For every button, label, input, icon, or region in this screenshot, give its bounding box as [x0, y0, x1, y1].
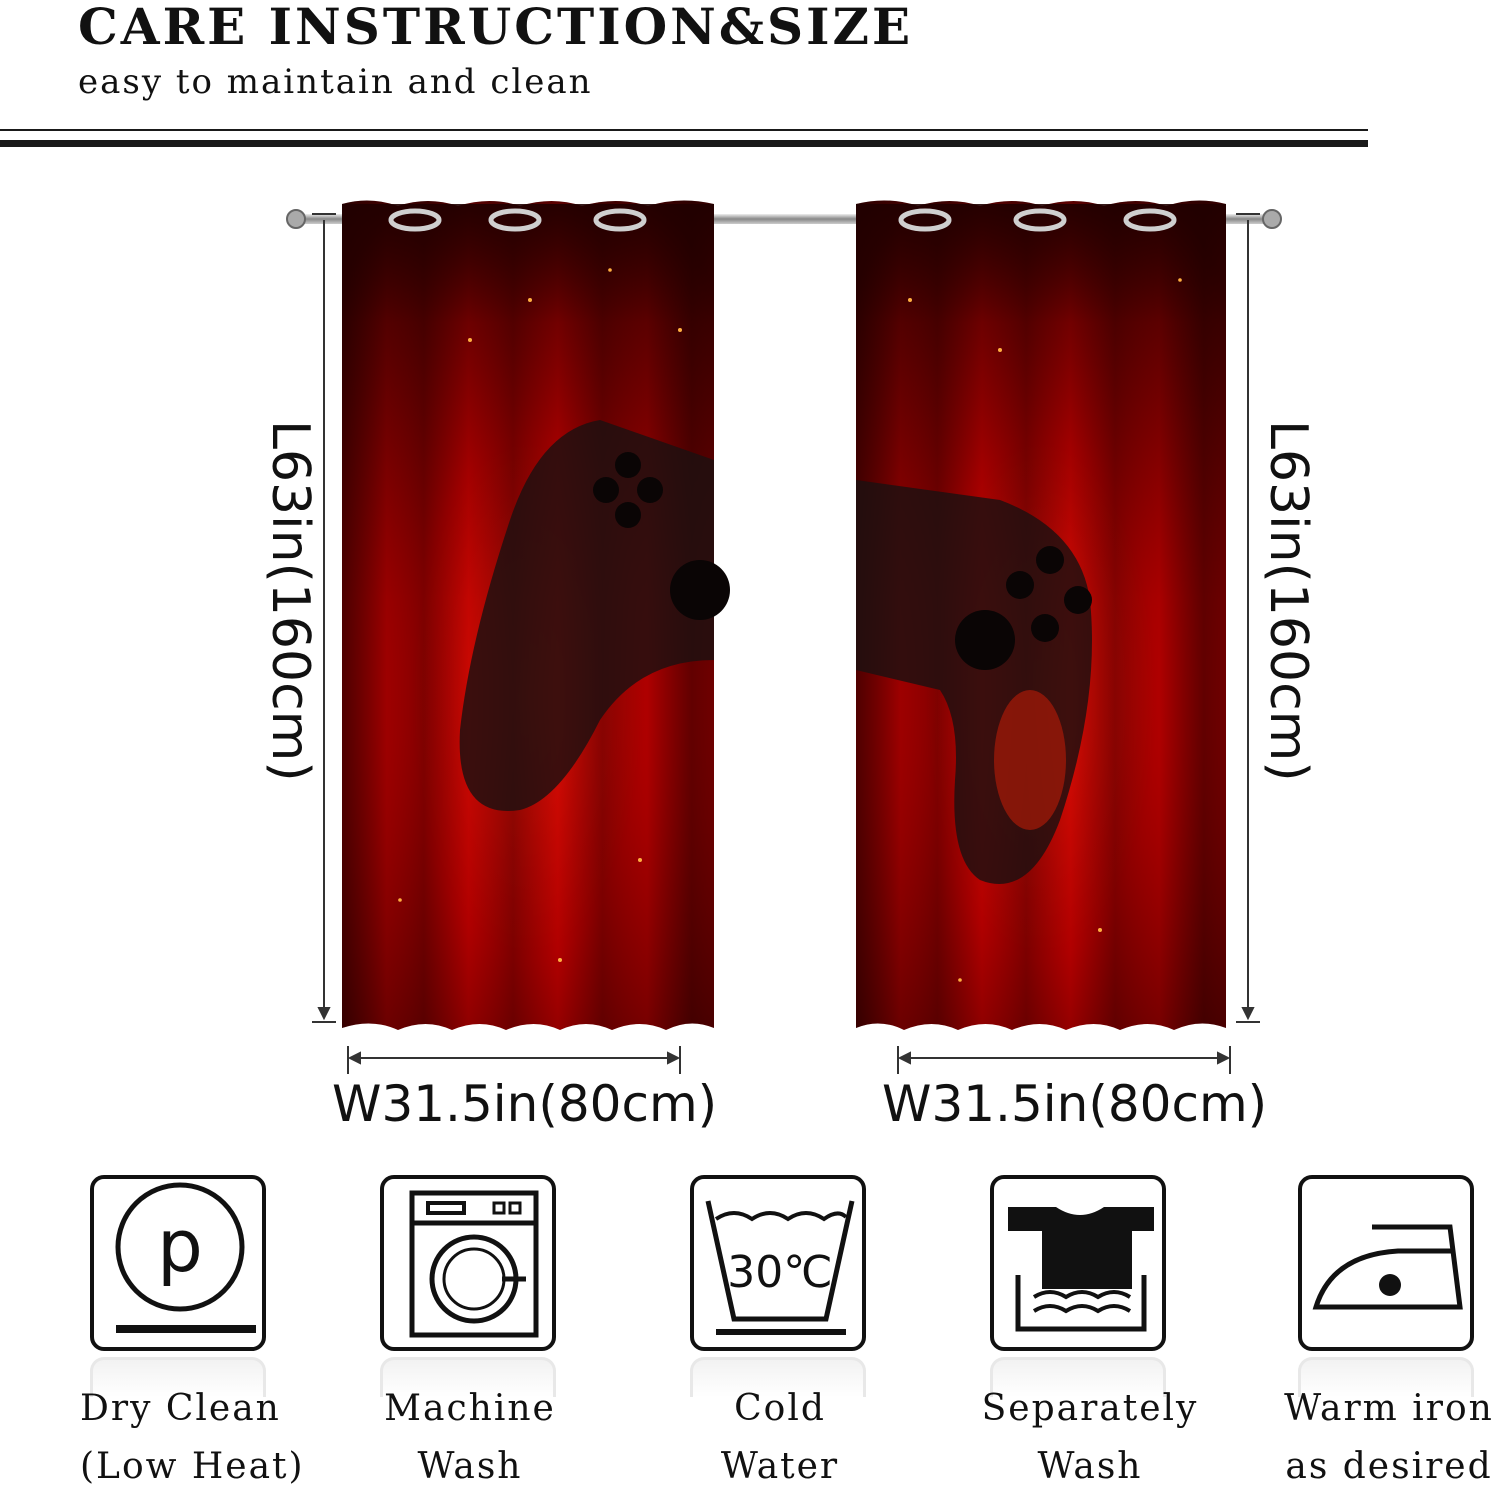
length-label-right: L63in(160cm): [1258, 420, 1318, 782]
care-item-machine-wash: [380, 1175, 580, 1397]
care-line2-dry-clean: (Low Heat): [80, 1446, 305, 1487]
machine-wash-icon: [380, 1175, 556, 1351]
separately-wash-icon: [990, 1175, 1166, 1351]
care-line1-separately-wash: Separately: [981, 1388, 1199, 1429]
care-line1-machine-wash: Machine: [384, 1388, 556, 1429]
care-line2-separately-wash: Wash: [1037, 1446, 1143, 1487]
care-label-dry-clean: Dry Clean (Low Heat): [80, 1380, 305, 1496]
width-label-right: W31.5in(80cm): [882, 1075, 1268, 1133]
warm-iron-icon: [1298, 1175, 1474, 1351]
care-label-warm-iron: Warm iron as desired: [1282, 1380, 1496, 1496]
dry-clean-icon: p: [90, 1175, 266, 1351]
page-subtitle: easy to maintain and clean: [78, 62, 593, 102]
care-line2-machine-wash: Wash: [417, 1446, 523, 1487]
care-line1-cold-water: Cold: [734, 1388, 826, 1429]
care-line2-cold-water: Water: [720, 1446, 840, 1487]
controller-right-half: [856, 480, 1092, 884]
care-item-cold-water: 30℃: [690, 1175, 890, 1397]
header-rule-thin: [0, 129, 1368, 131]
care-item-warm-iron: [1298, 1175, 1498, 1397]
cold-water-icon: 30℃: [690, 1175, 866, 1351]
care-label-machine-wash: Machine Wash: [370, 1380, 570, 1496]
cold-water-temp: 30℃: [727, 1247, 832, 1298]
curtain-illustration: [286, 200, 1282, 1074]
care-line1-warm-iron: Warm iron: [1284, 1388, 1494, 1429]
width-label-left: W31.5in(80cm): [332, 1075, 718, 1133]
svg-text:p: p: [157, 1204, 203, 1288]
care-label-separately-wash: Separately Wash: [980, 1380, 1200, 1496]
length-label-left: L63in(160cm): [260, 420, 320, 782]
page-title: CARE INSTRUCTION&SIZE: [78, 0, 914, 56]
care-line2-warm-iron: as desired: [1285, 1446, 1493, 1487]
care-item-dry-clean: p: [90, 1175, 290, 1397]
controller-left-half: [459, 420, 730, 811]
care-line1-dry-clean: Dry Clean: [80, 1388, 281, 1429]
header-rule-thick: [0, 140, 1368, 147]
care-label-cold-water: Cold Water: [680, 1380, 880, 1496]
care-item-separately-wash: [990, 1175, 1190, 1397]
